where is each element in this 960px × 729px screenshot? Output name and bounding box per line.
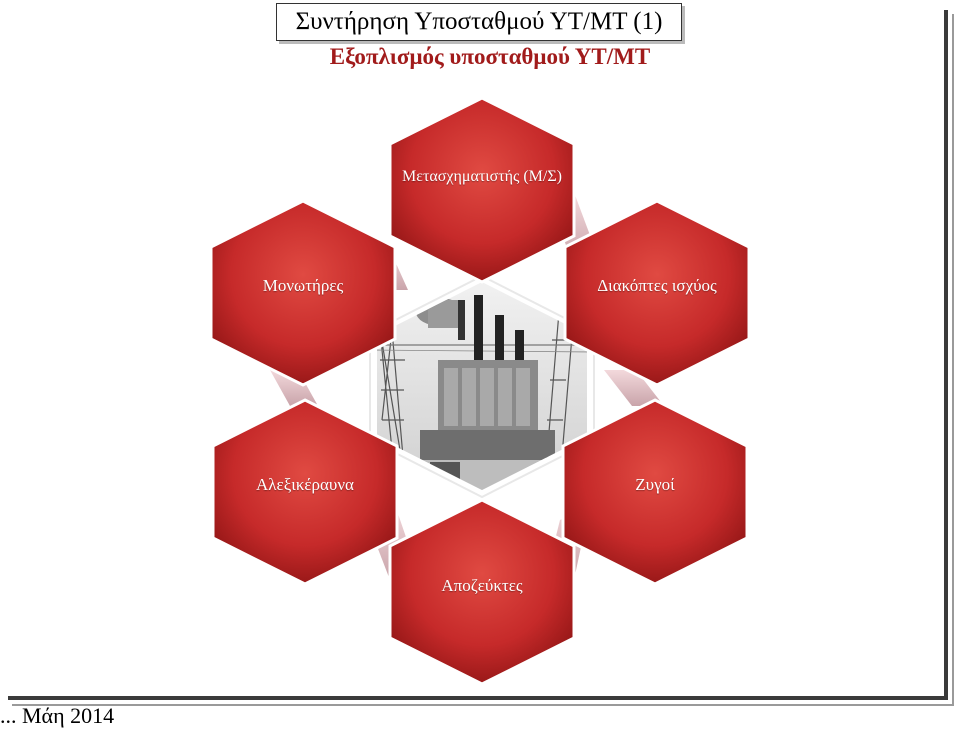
connector-left <box>270 370 318 406</box>
hexagon-bottom-left <box>211 398 399 586</box>
title-box: Συντήρηση Υποσταθμού ΥΤ/ΜΤ (1) <box>276 3 682 41</box>
page-title: Συντήρηση Υποσταθμού ΥΤ/ΜΤ (1) <box>295 8 663 35</box>
connector-right <box>604 370 664 406</box>
node-label-busbars: Ζυγοί <box>635 475 675 494</box>
node-label-insulators: Μονωτήρες <box>262 276 344 295</box>
footer-date: ... Μάη 2014 <box>0 703 115 728</box>
node-label-transformer: Μετασχηματιστής (Μ/Σ) <box>402 168 562 185</box>
hexagon-top-right <box>563 199 751 387</box>
node-label-disconnectors: Αποζεύκτες <box>441 576 523 595</box>
hexagon-top-left <box>209 199 397 387</box>
hexagon-bottom-right <box>561 398 749 586</box>
hexagon-bottom <box>388 498 576 686</box>
page-subtitle: Εξοπλισμός υποσταθμού ΥΤ/ΜΤ <box>329 44 651 69</box>
transformer-photo <box>377 282 587 490</box>
hexagon-top <box>388 96 576 284</box>
slide-frame <box>8 10 948 700</box>
node-label-circuit-breakers: Διακόπτες ισχύος <box>597 276 717 295</box>
node-label-surge-arresters: Αλεξικέραυνα <box>256 475 354 494</box>
center-hexagon <box>369 274 595 499</box>
slide-frame-shadow <box>12 14 954 706</box>
